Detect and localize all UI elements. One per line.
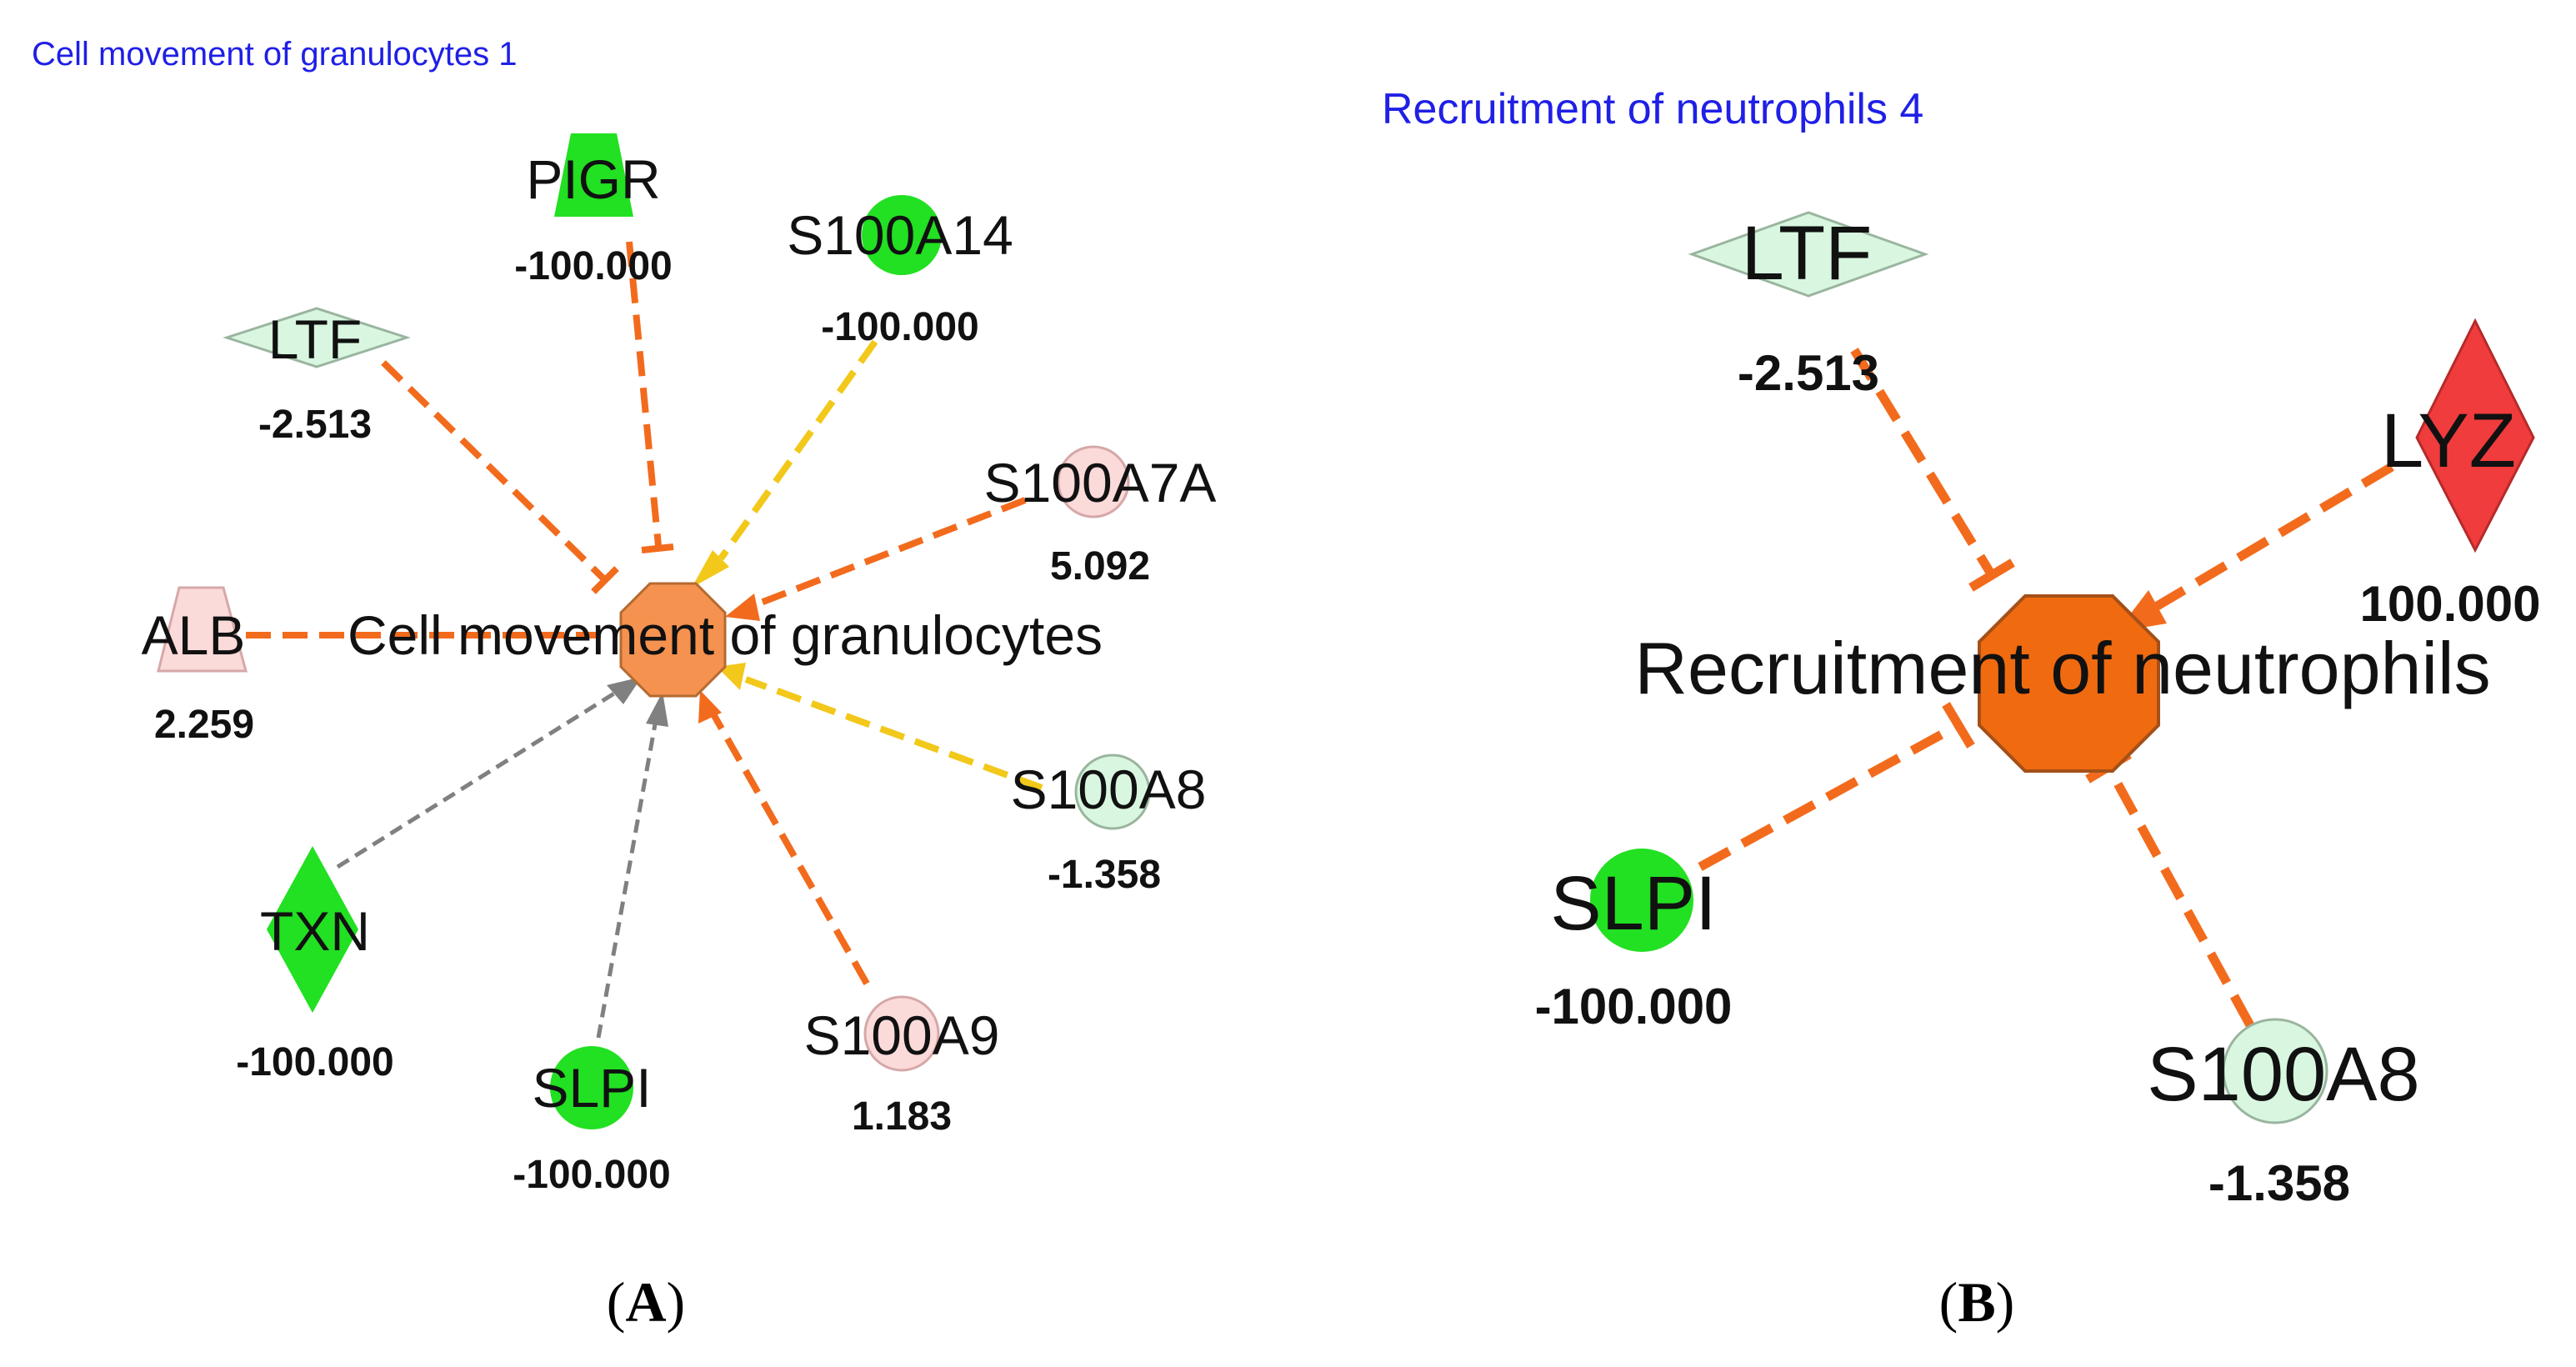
arrowhead-slpi <box>646 692 668 727</box>
panel-a-labels: PIGR -100.000 S100A14 -100.000 LTF -2.51… <box>142 148 1217 1197</box>
node-value-pigr: -100.000 <box>514 244 673 288</box>
node-b-label-lyz: LYZ <box>2381 398 2516 483</box>
node-b-shape-slpi <box>1590 849 1693 952</box>
node-label-s100a14: S100A14 <box>787 204 1013 266</box>
node-shape-slpi <box>550 1046 633 1129</box>
node-label-txn: TXN <box>260 900 370 962</box>
node-value-s100a8: -1.358 <box>1048 853 1161 897</box>
panel-b-caption: (B) <box>1939 1270 2015 1334</box>
center-node-b <box>1978 594 2160 773</box>
node-shape-pigr <box>554 133 633 217</box>
node-b-value-lyz: 100.000 <box>2360 576 2541 632</box>
node-b-shape-ltf <box>1688 211 1929 298</box>
edge-s100a9 <box>709 711 870 985</box>
arrowhead-txn <box>607 677 642 704</box>
node-value-txn: -100.000 <box>236 1040 394 1084</box>
panel-b-nodes <box>1590 211 2535 1124</box>
node-value-s100a14: -100.000 <box>821 305 979 349</box>
node-b-value-slpi: -100.000 <box>1535 979 1733 1034</box>
edge-s100a7a <box>744 497 1027 612</box>
node-shape-alb <box>157 586 248 673</box>
node-b-value-ltf: -2.513 <box>1738 345 1879 401</box>
node-label-pigr: PIGR <box>526 148 660 210</box>
edge-pigr <box>626 241 662 547</box>
edge-s100a14 <box>718 339 878 561</box>
edge-b-ltf-bar <box>1968 558 2015 592</box>
edge-b-slpi-bar <box>1942 702 1975 749</box>
panel-b: Recruitment of neutrophils 4 LTF -2.513 … <box>1382 85 2540 1334</box>
node-shape-s100a9 <box>863 995 940 1072</box>
panel-a-title: Cell movement of granulocytes 1 <box>32 36 518 73</box>
arrowhead-s100a7a <box>725 593 760 621</box>
node-value-s100a7a: 5.092 <box>1050 544 1150 588</box>
node-b-label-s100a8: S100A8 <box>2147 1032 2419 1117</box>
node-shape-s100a7a <box>1057 445 1130 518</box>
node-value-s100a9: 1.183 <box>852 1094 952 1139</box>
arrowhead-s100a9 <box>698 690 722 724</box>
panel-a-caption: (A) <box>607 1270 685 1334</box>
node-shape-s100a14 <box>862 195 942 275</box>
panel-a-nodes <box>157 133 1151 1129</box>
node-b-label-slpi: SLPI <box>1550 861 1716 946</box>
edge-b-ltf <box>1850 348 1996 578</box>
node-label-s100a7a: S100A7A <box>984 452 1217 513</box>
edge-ltf-bar <box>591 566 619 594</box>
edge-txn <box>336 689 618 869</box>
panel-b-title: Recruitment of neutrophils 4 <box>1382 85 1923 133</box>
panel-a: Cell movement of granulocytes 1 <box>32 36 1216 1334</box>
node-shape-ltf <box>223 307 411 368</box>
arrowhead-s100a14 <box>692 550 729 588</box>
panel-b-edges <box>1698 348 2394 1028</box>
edge-s100a8 <box>744 676 1043 791</box>
edge-b-s100a8 <box>2104 764 2254 1028</box>
panel-a-edges <box>246 241 1043 1039</box>
edge-ltf <box>381 360 607 582</box>
node-shape-s100a8 <box>1074 754 1151 830</box>
center-label-a: Cell movement of granulocytes <box>348 604 1103 666</box>
node-label-alb: ALB <box>142 604 246 666</box>
node-value-alb: 2.259 <box>154 703 254 747</box>
center-label-b: Recruitment of neutrophils <box>1634 627 2490 709</box>
node-label-s100a8: S100A8 <box>1011 759 1207 820</box>
node-shape-txn <box>267 846 358 1013</box>
node-b-shape-s100a8 <box>2222 1018 2328 1124</box>
node-b-shape-lyz <box>2415 318 2535 553</box>
edge-slpi <box>596 714 659 1039</box>
node-label-s100a9: S100A9 <box>804 1004 1000 1066</box>
node-label-ltf: LTF <box>268 308 362 370</box>
node-value-slpi: -100.000 <box>513 1153 671 1197</box>
panel-a-arrowheads <box>607 550 760 727</box>
edge-b-lyz <box>2143 463 2394 617</box>
node-label-slpi: SLPI <box>532 1057 651 1119</box>
node-b-label-ltf: LTF <box>1742 211 1873 296</box>
node-value-ltf: -2.513 <box>258 403 372 447</box>
panel-b-labels: LTF -2.513 LYZ 100.000 SLPI -100.000 S10… <box>1535 211 2541 1211</box>
node-b-value-s100a8: -1.358 <box>2208 1155 2350 1211</box>
edge-pigr-bar <box>641 543 674 553</box>
edge-b-slpi <box>1698 721 1961 871</box>
center-node-a <box>619 582 727 698</box>
